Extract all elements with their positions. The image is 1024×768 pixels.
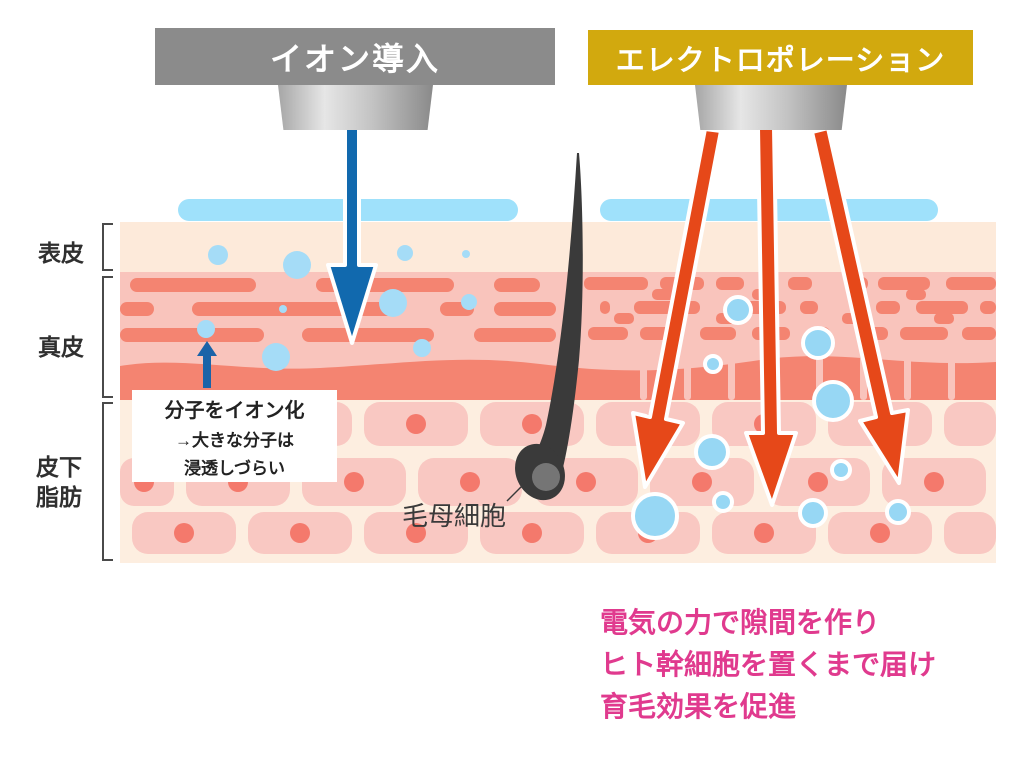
layer-brackets: [102, 223, 113, 561]
electroporation-arrows: [631, 126, 910, 507]
iontophoresis-header: イオン導入: [155, 28, 555, 85]
dermis-label: 真皮: [38, 334, 84, 360]
subcutaneous-fat-label: 皮下脂肪: [36, 454, 82, 510]
caption-line-1: 電気の力で隙間を作り: [600, 607, 881, 638]
electroporation-caption: 電気の力で隙間を作り ヒト幹細胞を置くまで届け 育毛効果を促進: [600, 602, 936, 728]
hair-matrix-pointer-line: [506, 477, 531, 502]
hair-matrix-cells: [532, 463, 560, 491]
molecules-left: [197, 245, 477, 371]
electroporation-title: エレクトロポレーション: [615, 44, 946, 77]
epidermis-label: 表皮: [38, 240, 84, 266]
note-line-1: 分子をイオン化: [164, 399, 305, 422]
iontophoresis-note-box: 分子をイオン化 →大きな分子は 浸透しづらい: [132, 390, 337, 482]
caption-line-3: 育毛効果を促進: [600, 691, 797, 722]
iontophoresis-device-head: [278, 85, 433, 130]
iontophoresis-arrow: [326, 126, 378, 345]
molecules-right: [631, 295, 911, 540]
epidermis-bracket: [102, 223, 113, 271]
hair-matrix-label: 毛母細胞: [402, 501, 507, 531]
hair-follicle: [515, 153, 583, 501]
note-line-3: 浸透しづらい: [184, 458, 285, 478]
electroporation-header: エレクトロポレーション: [588, 30, 973, 85]
iontophoresis-title: イオン導入: [269, 40, 440, 77]
note-line-2: →大きな分子は: [175, 430, 294, 450]
dermis-bracket: [102, 276, 113, 398]
fat-bracket: [102, 402, 113, 561]
electroporation-device-head: [695, 85, 847, 130]
epidermis-layer: [120, 222, 996, 272]
note-pointer-arrow: [197, 341, 217, 388]
caption-line-2: ヒト幹細胞を置くまで届け: [600, 649, 937, 680]
